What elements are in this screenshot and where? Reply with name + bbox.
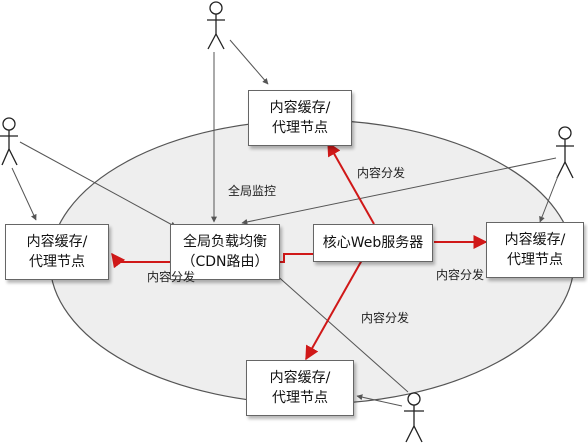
global-load-balancer-line2: （CDN路由） — [181, 254, 269, 270]
user-figure-bottom — [404, 392, 424, 443]
user-right-to-right-cache — [539, 175, 559, 223]
content-cache-node-left-line1: 内容缓存/ — [26, 234, 88, 250]
content-cache-node-bottom-line2: 代理节点 — [272, 390, 328, 406]
content-cache-node-top: 内容缓存/ 代理节点 — [248, 90, 352, 146]
user-top-to-top-cache — [229, 39, 269, 85]
edge-label-distribution-top: 内容分发 — [357, 166, 406, 180]
user-right-to-gslb — [241, 157, 557, 225]
content-cache-node-top-line2: 代理节点 — [272, 120, 328, 136]
content-cache-node-right: 内容缓存/ 代理节点 — [486, 222, 584, 278]
content-cache-node-right-line2: 代理节点 — [507, 252, 563, 268]
content-cache-node-bottom-line1: 内容缓存/ — [269, 370, 331, 386]
content-cache-node-left: 内容缓存/ 代理节点 — [5, 224, 109, 280]
user-bottom-to-gslb — [255, 256, 409, 393]
core-web-server-node: 核心Web服务器 — [313, 224, 433, 262]
global-load-balancer-node: 全局负载均衡 （CDN路由） — [170, 224, 280, 280]
user-figure-right — [556, 126, 574, 179]
content-cache-node-left-line2: 代理节点 — [29, 254, 85, 270]
global-load-balancer-line1: 全局负载均衡 — [183, 234, 267, 250]
user-figure-left — [0, 117, 18, 166]
distribution-arrow-bottom — [305, 259, 363, 361]
user-bottom-to-bottom-cache — [356, 394, 403, 407]
edge-label-global-monitoring: 全局监控 — [228, 184, 277, 198]
content-cache-node-bottom: 内容缓存/ 代理节点 — [246, 360, 354, 416]
edge-label-distribution-right: 内容分发 — [436, 268, 485, 282]
content-cache-node-right-line1: 内容缓存/ — [504, 232, 566, 248]
user-figure-top — [207, 1, 225, 50]
edge-label-distribution-bottom: 内容分发 — [361, 311, 410, 325]
edge-label-distribution-left: 内容分发 — [147, 270, 196, 284]
content-cache-node-top-line1: 内容缓存/ — [269, 100, 331, 116]
distribution-arrow-left — [111, 252, 317, 269]
user-left-to-left-cache — [11, 167, 37, 221]
user-left-to-gslb — [19, 141, 177, 228]
distribution-arrow-top — [327, 141, 375, 225]
core-web-server-label: 核心Web服务器 — [322, 235, 424, 251]
